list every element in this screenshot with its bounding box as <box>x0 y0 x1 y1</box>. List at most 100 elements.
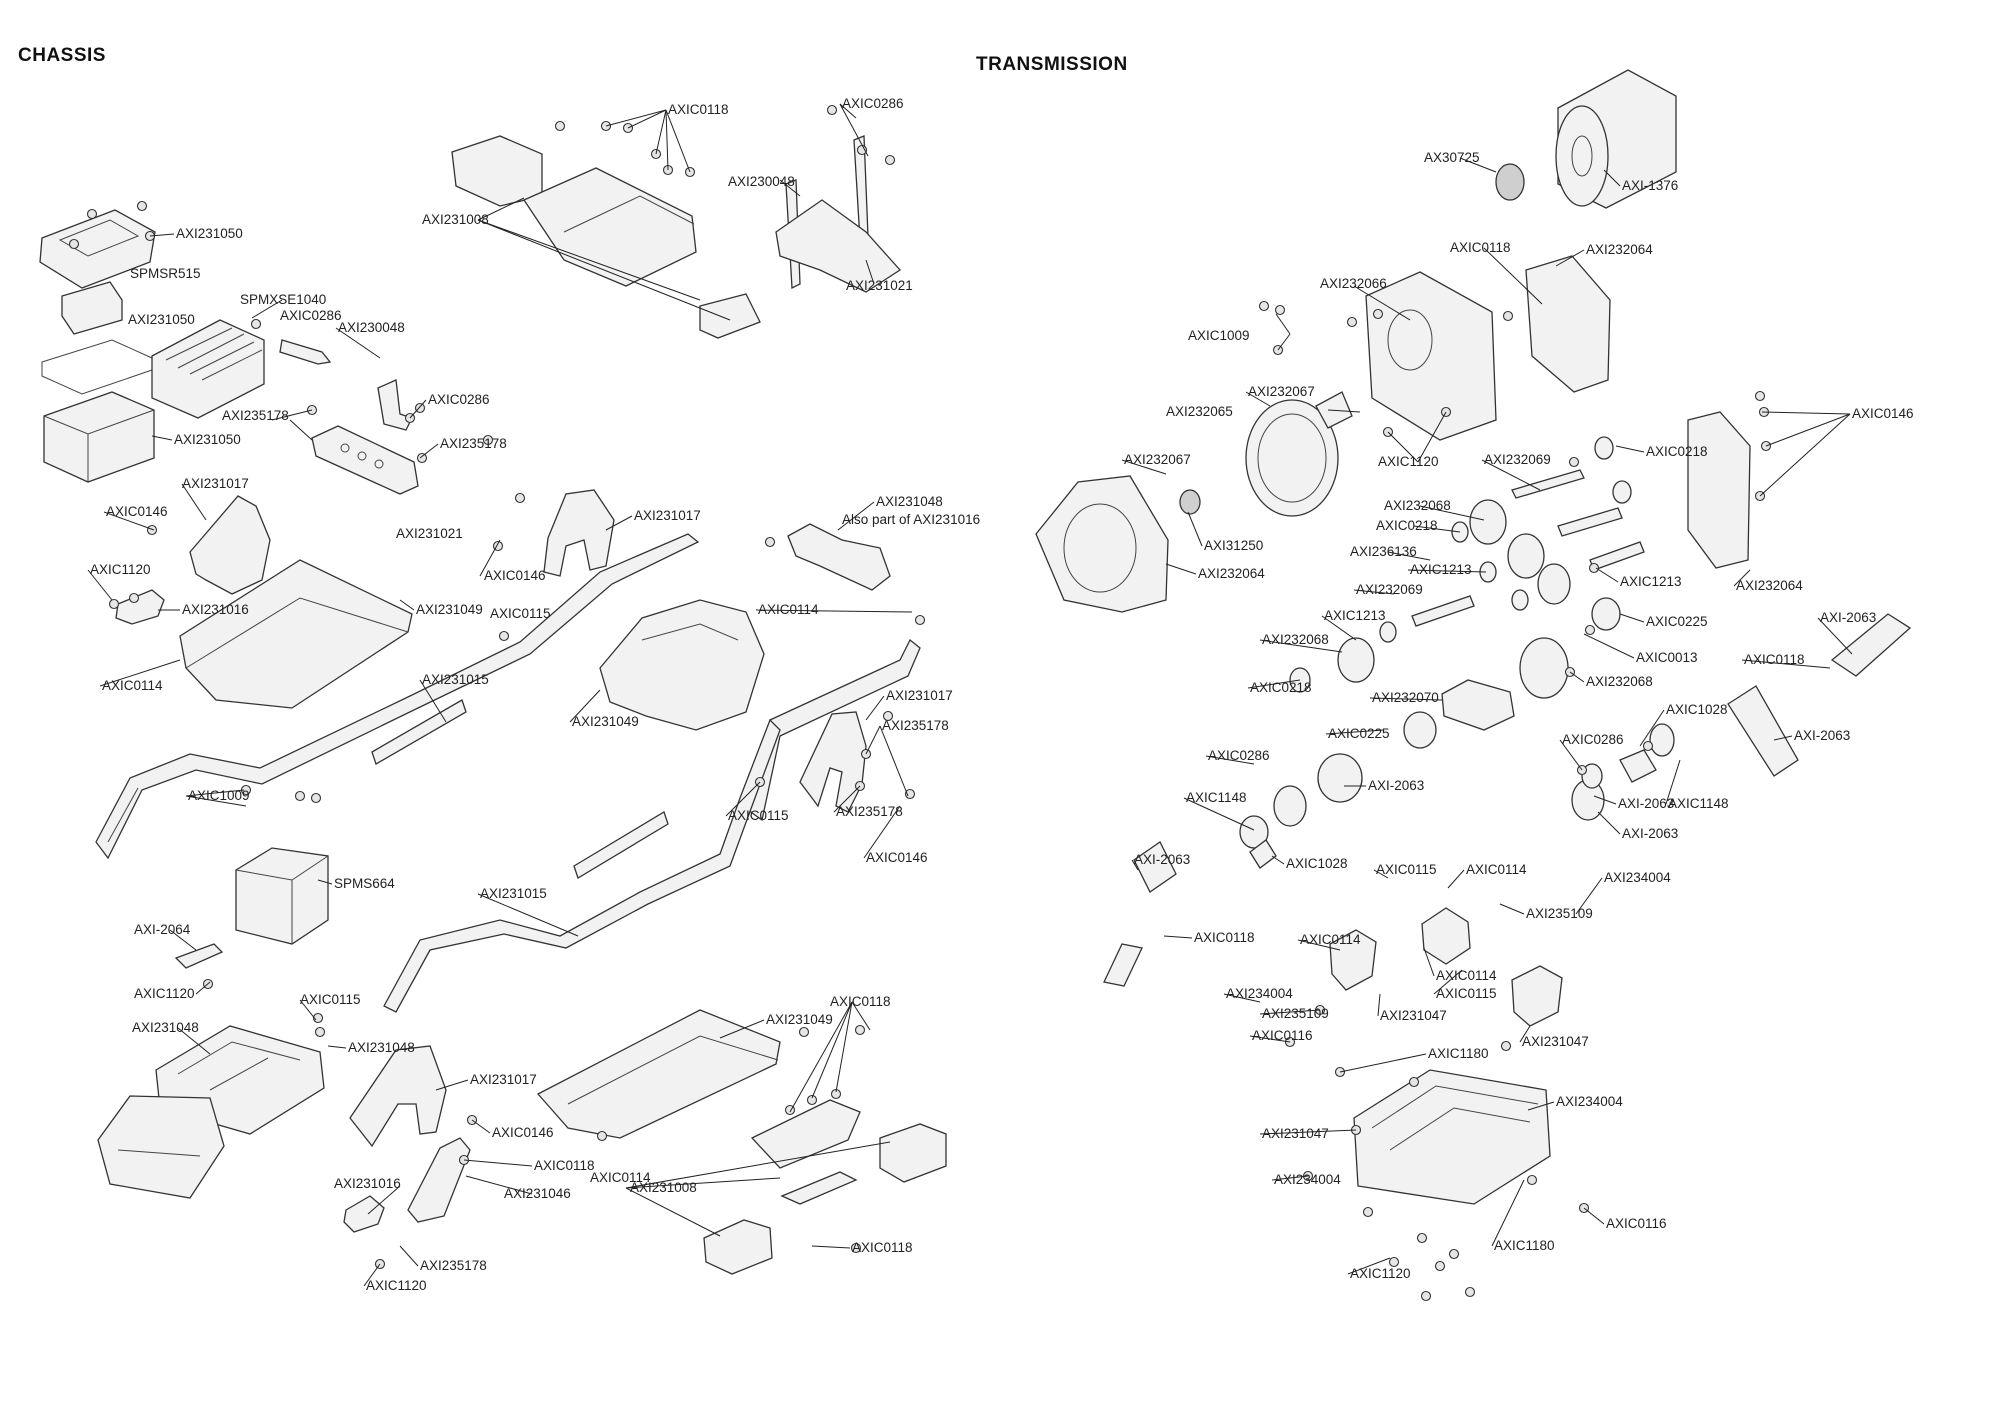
leader-line <box>1249 1035 1291 1043</box>
leader-line <box>1327 409 1361 413</box>
part-number-label: SPMS664 <box>334 876 395 891</box>
leader-line <box>1373 869 1389 879</box>
part-number-label: AXIC1213 <box>1324 608 1386 623</box>
part-number-label: AXI231015 <box>422 672 489 687</box>
part-number-label: AXIC1009 <box>188 788 250 803</box>
part-number-label: AXI236136 <box>1350 544 1417 559</box>
part-number-label: AXI232068 <box>1262 632 1329 647</box>
bearing-8 <box>1591 597 1621 631</box>
skid-cover-right <box>879 1123 947 1183</box>
driveshaft-yoke <box>1133 841 1177 893</box>
leader-line <box>833 785 861 813</box>
gasket <box>41 339 153 395</box>
part-number-label: AXIC0118 <box>830 994 891 1009</box>
screw-head <box>498 630 510 642</box>
part-number-label: AXI232067 <box>1248 384 1315 399</box>
part-number-label: AXIC1120 <box>366 1278 427 1293</box>
part-number-label: AXIC0115 <box>1436 986 1497 1001</box>
part-number-label: AXIC1148 <box>1668 796 1729 811</box>
frame-rail-right <box>747 638 921 822</box>
part-number-label: AXI231047 <box>1262 1126 1329 1141</box>
leader-line <box>1761 411 1851 415</box>
leader-line <box>1163 935 1193 939</box>
leader-line <box>1569 671 1585 683</box>
screw-head <box>850 1242 862 1254</box>
part-number-label: AXIC0118 <box>668 102 729 117</box>
leader-line <box>1297 939 1341 951</box>
leader-line <box>1275 313 1291 335</box>
leader-line <box>1519 1025 1531 1043</box>
screw-head <box>554 120 566 132</box>
part-number-label: AXI231049 <box>572 714 639 729</box>
leader-line <box>1419 505 1485 521</box>
part-number-label: AXI231017 <box>634 508 701 523</box>
part-number-label: AXIC0146 <box>484 568 546 583</box>
part-number-label: AXIC0114 <box>1436 968 1497 983</box>
part-number-label: AXIC0218 <box>1646 444 1708 459</box>
screw-head <box>1408 1076 1420 1088</box>
part-number-label: SPMSR515 <box>130 266 201 281</box>
leader-line <box>665 109 669 171</box>
part-number-label: AXI234004 <box>1274 1172 1341 1187</box>
leader-line <box>1165 563 1197 575</box>
screw-head <box>854 1024 866 1036</box>
part-number-label: SPMXSE1040 <box>240 292 326 307</box>
transmission-skid <box>1353 1069 1551 1205</box>
leader-line <box>625 1141 891 1189</box>
part-number-label: AXI231021 <box>396 526 463 541</box>
leader-line <box>177 1027 211 1055</box>
part-number-label: AXI232070 <box>1372 690 1439 705</box>
bearing-5 <box>1511 589 1529 611</box>
part-number-label: AXI235178 <box>440 436 507 451</box>
part-number-label: AXIC0115 <box>728 808 789 823</box>
part-number-label: AXI231050 <box>128 312 195 327</box>
upper-link-mount <box>189 495 271 595</box>
screw-head <box>914 614 926 626</box>
leader-line <box>185 795 247 807</box>
leader-line <box>851 1001 871 1031</box>
part-number-label: Also part of AXI231016 <box>842 512 980 527</box>
leader-line <box>655 109 667 155</box>
leader-line <box>1247 679 1301 689</box>
leader-line <box>1423 947 1435 977</box>
part-number-label: AXIC1120 <box>1350 1266 1411 1281</box>
part-number-label: AXI230048 <box>338 320 405 335</box>
part-number-label: AXI235178 <box>836 804 903 819</box>
leader-line <box>1259 639 1343 653</box>
leader-line <box>1347 1257 1391 1275</box>
leader-line <box>879 725 909 797</box>
part-number-label: AXI232068 <box>1586 674 1653 689</box>
part-number-label: AXIC0115 <box>300 992 361 1007</box>
leader-line <box>605 515 633 531</box>
steering-bellcrank <box>115 589 165 625</box>
leader-line <box>1131 859 1139 871</box>
part-number-label: AXI234004 <box>1604 870 1671 885</box>
skid-plate-right <box>536 1009 781 1139</box>
idler-gear-2 <box>1507 533 1545 579</box>
part-number-label: AXI232064 <box>1198 566 1265 581</box>
slipper-pad <box>1179 489 1201 515</box>
leader-line <box>1353 285 1411 321</box>
screw-head <box>1464 1286 1476 1298</box>
part-number-label: AXI-2063 <box>1134 852 1190 867</box>
leader-line <box>1499 903 1525 915</box>
part-number-label: AXIC0146 <box>866 850 928 865</box>
leader-line <box>251 299 283 319</box>
screw-head <box>764 536 776 548</box>
skid-plate-left <box>179 559 413 709</box>
part-number-label: AXIC0118 <box>1450 240 1511 255</box>
part-number-label: AXI231048 <box>132 1020 199 1035</box>
part-number-label: AXI234004 <box>1556 1094 1623 1109</box>
part-number-label: AXI235178 <box>420 1258 487 1273</box>
leader-line <box>169 929 197 951</box>
screw-head <box>294 790 306 802</box>
skid-plate-long <box>699 293 761 339</box>
leader-line <box>99 659 181 687</box>
screw-head <box>1588 562 1600 574</box>
part-number-label: AXIC1120 <box>1378 454 1439 469</box>
leader-line <box>811 1245 851 1249</box>
screw-head <box>904 788 916 800</box>
screw-head <box>1416 1232 1428 1244</box>
part-number-label: AXIC1028 <box>1666 702 1728 717</box>
leader-line <box>1223 993 1261 1003</box>
